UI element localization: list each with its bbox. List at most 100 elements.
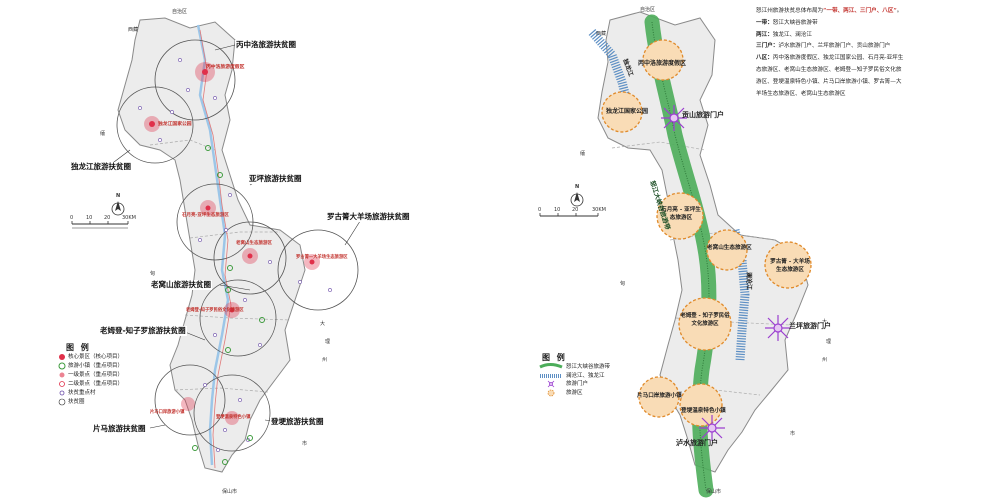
left-legend-item-level1: 一级景点（重点项目） (68, 372, 124, 378)
gate-lushui (699, 415, 725, 441)
left-border-da: 大 (320, 321, 326, 327)
zone-laomudeng (678, 297, 732, 351)
label-gongshan-gate: 贡山旅游门户 (682, 111, 724, 119)
right-scale-tick-2: 20 (572, 207, 579, 213)
left-border-xizang: 西藏 (128, 27, 139, 33)
circle-laomudeng (199, 279, 277, 357)
left-border-mian: 缅 (100, 131, 106, 137)
spot-label-laowoshan: 老窝山生态旅游区 (236, 241, 272, 246)
label-denggeng: 登埂温泉特色小镇 (681, 408, 726, 414)
zone-dulong (601, 91, 643, 133)
right-scale-bar (539, 213, 599, 217)
left-scale-tick-3: 30KM (122, 215, 136, 221)
right-north-arrow (570, 192, 584, 207)
right-border-da: 大 (822, 319, 828, 325)
right-legend-symbols (539, 363, 563, 397)
core-spot-denggeng (225, 411, 239, 425)
left-border-li: 理 (325, 339, 331, 345)
right-border-shi: 市 (790, 431, 796, 437)
right-scale-tick-1: 10 (554, 207, 561, 213)
gate-lanping (765, 315, 791, 341)
lancang-river (730, 228, 750, 361)
right-border-li: 理 (826, 339, 832, 345)
spot-label-luoguqing: 罗古箐—大羊场生态旅游区 (296, 255, 348, 260)
circle-laowoshan (213, 221, 287, 295)
zone-bingzhongluo (642, 39, 684, 81)
spot-label-dulong: 独龙江国家公园 (158, 122, 192, 127)
left-legend-item-town: 旅游小镇（重点项目） (68, 363, 124, 369)
left-nujiang-river (196, 24, 230, 466)
right-legend-item-belt: 怒江大峡谷旅游带 (566, 364, 611, 370)
left-border-zhou: 州 (322, 357, 328, 363)
zone-denggeng (679, 383, 723, 427)
right-legend-item-gate: 旅游门户 (566, 381, 589, 387)
left-border-shi: 市 (302, 441, 308, 447)
left-legend-item-level2: 二级景点（重点项目） (68, 381, 124, 387)
label-bingzhongluo: 丙中洛旅游度假区 (638, 60, 687, 67)
callout-bingzhongluo: 丙中洛旅游扶贫圈 (235, 40, 297, 50)
circle-luoguqing (277, 229, 359, 311)
left-scale-bar (71, 221, 129, 229)
label-laowoshan: 老窝山生态旅游区 (707, 245, 752, 251)
zone-luoguqing (764, 241, 812, 289)
left-legend-symbols (58, 354, 66, 406)
right-scale-tick-3: 30KM (592, 207, 606, 213)
callout-denggeng: 登埂旅游扶贫圈 (270, 417, 325, 427)
intro-line: 怒江州旅游扶贫总体布局为“一带、两江、三门户、八区”。 (756, 8, 903, 14)
circle-denggeng (193, 374, 271, 452)
left-north-label: N (116, 193, 121, 199)
three-gates-line: 三门户：泸水旅游门户、兰坪旅游门户、贡山旅游门户 (756, 43, 891, 50)
left-legend-item-core: 核心景区（核心项目） (68, 354, 124, 360)
two-rivers-line: 两江：独龙江、澜沧江 (756, 31, 812, 38)
left-scale-tick-0: 0 (70, 215, 74, 221)
left-legend-title: 图 例 (66, 343, 91, 352)
callout-laomudeng: 老姆登-知子罗旅游扶贫圈 (99, 326, 187, 336)
right-border-baoshan: 保山市 (706, 489, 722, 495)
left-border-baoshan: 保山市 (222, 489, 238, 495)
label-laomudeng: 老姆登 - 知子罗民俗文化旅游区 (680, 313, 730, 327)
left-scale-tick-2: 20 (104, 215, 111, 221)
right-border-zhou: 州 (822, 357, 828, 363)
label-shiyueliang: 石月亮 - 亚坪生态旅游区 (661, 207, 701, 221)
right-border-dian: 甸 (620, 281, 626, 287)
town-markers (192, 145, 265, 465)
spot-label-denggeng: 登埂温泉特色小镇 (216, 415, 251, 420)
zone-laowoshan (706, 229, 748, 271)
spot-label-shiyueliang: 石月亮-亚坪生态旅游区 (182, 213, 229, 218)
label-pianma: 片马口岸旅游小镇 (637, 393, 682, 399)
zone-pianma (638, 376, 680, 418)
callout-pianma: 片马旅游扶贫圈 (92, 424, 147, 434)
layout-description: 怒江州旅游扶贫总体布局为“一带、两江、三门户、八区”。 一带：怒江大峡谷旅游带 … (756, 6, 906, 100)
label-dulong-park: 独龙江国家公园 (606, 108, 649, 115)
left-scale-tick-1: 10 (86, 215, 93, 221)
label-luoguqing: 罗古箐 - 大羊场生态旅游区 (770, 259, 810, 273)
right-north-label: N (575, 184, 580, 190)
left-main-road (199, 29, 232, 469)
right-border-zizhiqu: 自治区 (640, 7, 656, 13)
callout-luoguqing: 罗古箐大羊场旅游扶贫圈 (326, 212, 411, 222)
callout-dulongjiang: 独龙江旅游扶贫圈 (70, 162, 132, 172)
circle-pianma (154, 364, 226, 436)
spot-label-bingzhongluo: 丙中洛旅游度假区 (206, 65, 245, 70)
left-legend-item-village: 扶贫重点村 (68, 390, 96, 396)
right-legend-item-zone: 旅游区 (566, 390, 583, 396)
one-belt-line: 一带：怒江大峡谷旅游带 (756, 19, 818, 26)
spot-label-pianma: 片马口岸旅游小镇 (150, 410, 185, 415)
callout-yaping: 亚坪旅游扶贫圈 (248, 174, 303, 184)
right-border-xizang: 西藏 (596, 31, 607, 37)
right-scale-tick-0: 0 (538, 207, 542, 213)
spot-label-laomudeng: 老姆登-知子罗民俗文化旅游区 (186, 308, 244, 313)
left-north-arrow (111, 201, 125, 216)
circle-dulongjiang (116, 86, 194, 164)
circle-bingzhongluo (154, 39, 236, 121)
right-legend-title: 图 例 (542, 353, 567, 362)
gate-gongshan (661, 105, 687, 131)
tourism-zones (601, 39, 812, 427)
eight-zones-line: 八区：丙中洛旅游度假区、独龙江国家公园、石月亮-亚坪生态旅游区、老窝山生态旅游区… (756, 55, 904, 97)
right-border-mian: 缅 (580, 151, 586, 157)
core-spot-pianma (181, 397, 195, 411)
callout-laowoshan: 老窝山旅游扶贫圈 (150, 280, 212, 290)
left-border-dian: 甸 (150, 271, 156, 277)
label-lanping-gate: 兰坪旅游门户 (789, 322, 831, 330)
